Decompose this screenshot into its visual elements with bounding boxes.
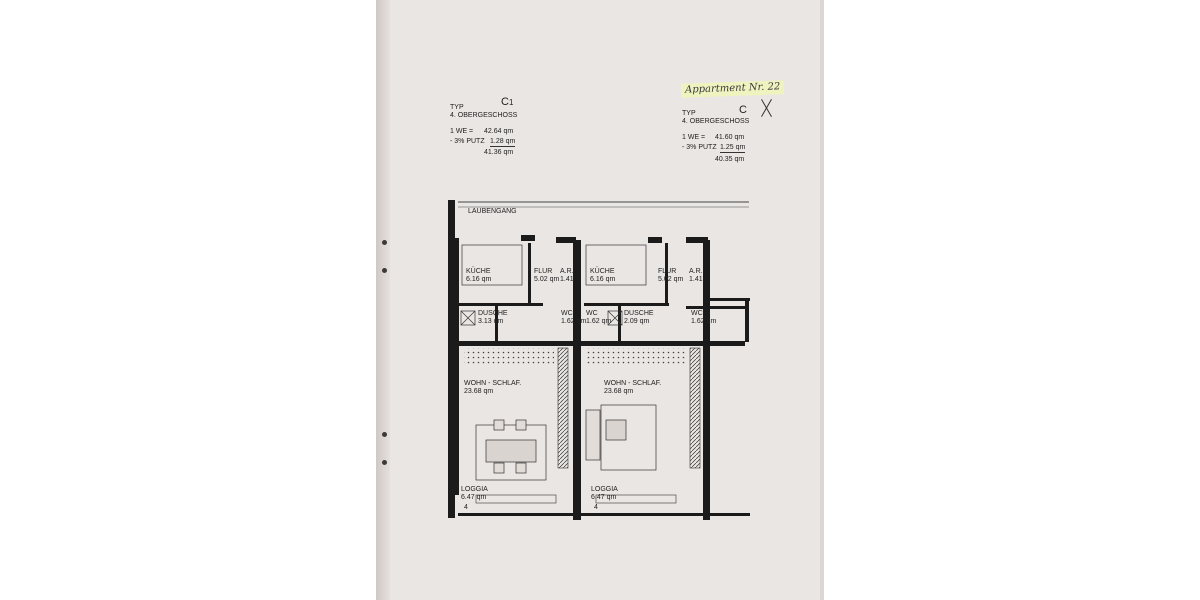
total-area: 41.36 qm (484, 149, 514, 156)
floor-label: 4. OBERGESCHOSS (682, 118, 750, 125)
hall-label: FLUR (534, 268, 552, 275)
sofa-furniture (585, 404, 657, 471)
type-code: C1 (501, 96, 513, 109)
putz-label: - 3% PUTZ (682, 144, 717, 151)
total-area: 40.35 qm (715, 156, 745, 163)
hall-label: FLUR (658, 268, 676, 275)
hall-area: 5.02 qm (658, 276, 683, 283)
wc-label: WC (586, 310, 598, 317)
kitchen-counters (461, 244, 647, 286)
we-label: 1 WE = (682, 134, 706, 141)
walls (448, 200, 750, 520)
living-label: WOHN - SCHLAF. (604, 380, 661, 387)
kitchen-label: KÜCHE (466, 267, 491, 275)
shower-trays (460, 310, 623, 326)
putz-value: 1.25 qm (720, 144, 746, 153)
hall-area: 5.02 qm (534, 276, 559, 283)
binding-hole (382, 460, 387, 465)
floor-plan: LAUBENGANG KÜCHE 6.16 qm FLUR 5.02 qm A.… (448, 200, 750, 520)
type-code: C (739, 104, 747, 116)
wc-area: 1.62 qm (561, 318, 586, 325)
floor-label: 4. OBERGESCHOSS (450, 112, 518, 119)
shower-area: 2.09 qm (624, 318, 649, 325)
we-value: 41.60 qm (715, 134, 745, 141)
loggia-number: 4 (464, 504, 468, 511)
putz-label: - 3% PUTZ (450, 138, 485, 145)
kitchen-label: KÜCHE (590, 267, 615, 275)
dining-table-furniture (475, 419, 547, 481)
kitchen-area: 6.16 qm (590, 276, 615, 283)
living-area: 23.68 qm (604, 388, 633, 395)
storage-label: A.R. (560, 268, 574, 275)
storage-area: 1.41 (560, 276, 574, 283)
we-value: 42.64 qm (484, 128, 514, 135)
shower-area: 3.13 qm (478, 318, 503, 325)
wc-area: 1.62 qm (691, 318, 716, 325)
paper-sheet: TYP C1 4. OBERGESCHOSS 1 WE = 42.64 qm -… (376, 0, 824, 600)
wc-area: 1.62 qm (586, 318, 611, 325)
binding-fold (376, 0, 390, 600)
storage-area: 1.41 (689, 276, 703, 283)
type-subscript: 1 (508, 98, 514, 107)
window-hatching (475, 347, 701, 504)
loggia-label: LOGGIA (591, 486, 618, 493)
loggia-area: 6.47 qm (591, 494, 616, 501)
corridor-label: LAUBENGANG (468, 208, 517, 215)
putz-value: 1.28 qm (490, 138, 516, 147)
living-area: 23.68 qm (464, 388, 493, 395)
handwritten-note: Appartment Nr. 22 (680, 80, 785, 98)
kitchen-area: 6.16 qm (466, 276, 491, 283)
binding-hole (382, 432, 387, 437)
paper-edge (820, 0, 824, 600)
type-letter: C (501, 96, 509, 108)
corridor-lines (458, 201, 749, 208)
loggia-area: 6.47 qm (461, 494, 486, 501)
loggia-number: 4 (594, 504, 598, 511)
binding-hole (382, 240, 387, 245)
shower-label: DUSCHE (478, 310, 508, 317)
loggia-label: LOGGIA (461, 486, 488, 493)
shower-label: DUSCHE (624, 310, 654, 317)
typ-label: TYP (450, 104, 464, 111)
typ-label: TYP (682, 110, 696, 117)
we-label: 1 WE = (450, 128, 474, 135)
floor-texture (464, 348, 686, 364)
storage-label: A.R. (689, 268, 703, 275)
wc-label: WC (691, 310, 703, 317)
binding-hole (382, 268, 387, 273)
wc-label: WC (561, 310, 573, 317)
living-label: WOHN - SCHLAF. (464, 380, 521, 387)
hand-drawn-x-mark (759, 99, 775, 117)
